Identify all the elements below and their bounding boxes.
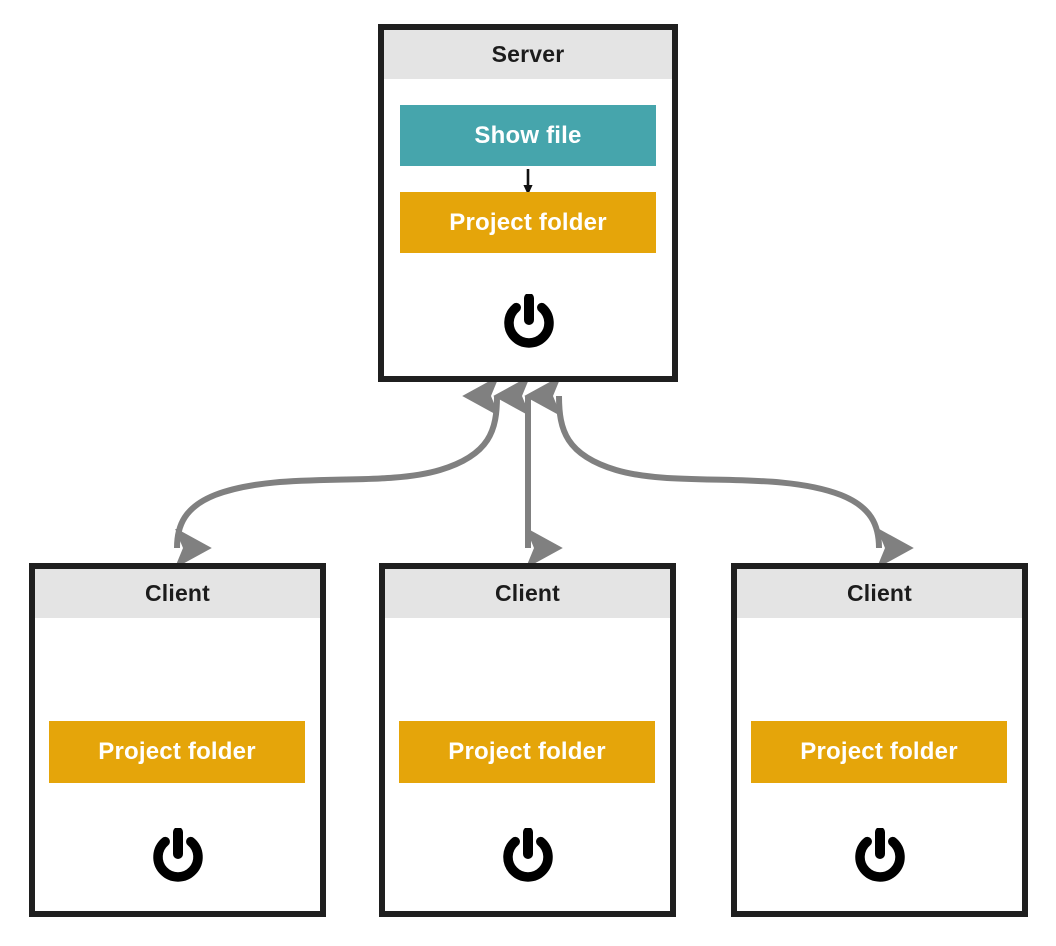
server-project-folder-label: Project folder bbox=[449, 208, 607, 236]
client-1-project-folder-bar[interactable]: Project folder bbox=[49, 721, 305, 783]
connector-server-to-client-3 bbox=[559, 396, 879, 548]
client-1-header: Client bbox=[35, 569, 320, 618]
power-icon[interactable] bbox=[502, 294, 556, 352]
server-show-file-bar[interactable]: Show file bbox=[400, 105, 656, 166]
server-header-label: Server bbox=[491, 41, 565, 67]
client-1-header-label: Client bbox=[144, 580, 211, 606]
server-node[interactable]: Server Show file Project folder bbox=[378, 24, 678, 382]
client-3-header-label: Client bbox=[846, 580, 913, 606]
server-show-file-label: Show file bbox=[474, 121, 582, 149]
client-3-project-folder-label: Project folder bbox=[800, 738, 958, 765]
client-2-header-label: Client bbox=[494, 580, 561, 606]
client-1-project-folder-label: Project folder bbox=[98, 738, 256, 765]
client-node-2[interactable]: Client Project folder bbox=[379, 563, 676, 917]
client-3-header: Client bbox=[737, 569, 1022, 618]
arrow-down-icon bbox=[523, 169, 533, 195]
client-2-header: Client bbox=[385, 569, 670, 618]
server-header: Server bbox=[384, 30, 672, 79]
power-icon[interactable] bbox=[853, 828, 907, 886]
client-3-project-folder-bar[interactable]: Project folder bbox=[751, 721, 1007, 783]
power-icon[interactable] bbox=[501, 828, 555, 886]
connector-server-to-client-1 bbox=[174, 396, 500, 548]
server-project-folder-bar[interactable]: Project folder bbox=[400, 192, 656, 253]
client-2-project-folder-bar[interactable]: Project folder bbox=[399, 721, 655, 783]
client-2-project-folder-label: Project folder bbox=[448, 738, 606, 765]
client-node-1[interactable]: Client Project folder bbox=[29, 563, 326, 917]
client-node-3[interactable]: Client Project folder bbox=[731, 563, 1028, 917]
power-icon[interactable] bbox=[151, 828, 205, 886]
